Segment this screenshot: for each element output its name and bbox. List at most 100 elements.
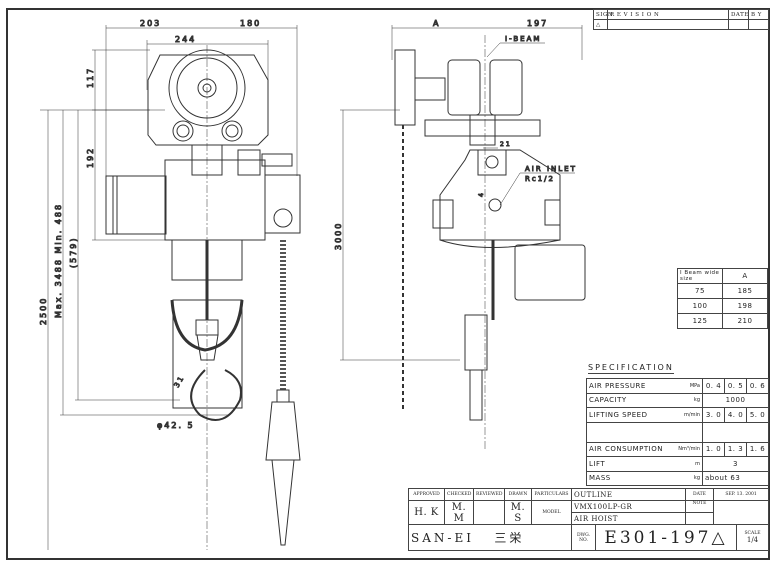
date-label: DATE xyxy=(685,488,714,501)
beam-a: 198 xyxy=(722,298,768,314)
dim-4: 4 xyxy=(478,191,485,197)
dim-203: 203 xyxy=(140,19,161,28)
drawn-by: M. S xyxy=(504,500,532,525)
spec-value: 1. 6 xyxy=(746,441,769,457)
sign-header: SIGN xyxy=(593,9,613,20)
spec-unit: Nm³/min xyxy=(672,441,703,457)
spec-unit: kg xyxy=(672,470,703,486)
spec-value: 0. 4 xyxy=(702,378,725,394)
date-value: SEP. 13. 2001 xyxy=(712,488,770,501)
control-handle xyxy=(265,401,301,461)
dim-117: 117 xyxy=(86,67,95,88)
hoist-body-side xyxy=(439,149,561,241)
hoist-body xyxy=(164,159,266,241)
dim-244: 244 xyxy=(175,35,196,44)
dim-21: 21 xyxy=(500,141,512,148)
approved-label: APPROVED xyxy=(408,488,445,501)
drawing-number: E301-197 xyxy=(604,527,712,548)
revision-mark: △ xyxy=(711,527,728,548)
checked-label: CHECKED xyxy=(444,488,474,501)
spec-value: about 63 xyxy=(702,470,769,486)
beam-header-a: A xyxy=(722,268,768,284)
scale-value: 1/4 xyxy=(746,536,759,544)
note-label: NOTE xyxy=(685,500,714,513)
right-view: A 197 I-BEAM 21 AIR INLET Rc1/2 4 3000 xyxy=(334,19,586,450)
spec-unit: MPa xyxy=(672,378,703,394)
product-name: AIR HOIST xyxy=(571,512,686,525)
spec-value: 5. 0 xyxy=(746,407,769,423)
dwg-no-label: DWG. NO. xyxy=(571,524,596,551)
spec-value: 4. 0 xyxy=(724,407,747,423)
outline-text: OUTLINE xyxy=(571,488,686,501)
scale-label: SCALE xyxy=(744,531,761,536)
air-motor xyxy=(105,175,167,235)
drawing-frame xyxy=(6,8,770,560)
title-block: APPROVED CHECKED REVIEWED DRAWN PARTICUL… xyxy=(408,488,770,551)
spec-label: MASS xyxy=(586,470,673,486)
company-name: SAN-EI xyxy=(411,531,474,545)
beam-size: 125 xyxy=(677,313,723,329)
left-view: 203 180 244 117 192 2500 Max. 3488 Min. … xyxy=(39,19,301,550)
beam-header-size: I Beam wide size xyxy=(677,268,723,284)
spec-label: LIFTING SPEED xyxy=(586,407,673,423)
checked-by: M. M xyxy=(444,500,474,525)
spec-row xyxy=(586,421,769,443)
beam-size: 100 xyxy=(677,298,723,314)
spec-unit: m/min xyxy=(672,407,703,423)
date-header: DATE xyxy=(728,9,749,20)
spec-label: AIR CONSUMPTION xyxy=(586,441,673,457)
spec-label: AIR PRESSURE xyxy=(586,378,673,394)
reviewed-label: REVIEWED xyxy=(473,488,505,501)
trolley-plate xyxy=(147,54,269,146)
revision-header: R E V I S I O N xyxy=(607,9,729,20)
spec-value: 0. 5 xyxy=(724,378,747,394)
specification-title: SPECIFICATION xyxy=(588,363,674,374)
spec-value: 0. 6 xyxy=(746,378,769,394)
cross-shaft xyxy=(424,119,541,137)
drawn-label: DRAWN xyxy=(504,488,532,501)
beam-size: 75 xyxy=(677,283,723,299)
spec-value: 3 xyxy=(702,456,769,472)
spec-unit: m xyxy=(672,456,703,472)
model-label: MODEL xyxy=(531,500,572,525)
air-inlet-label: AIR INLET xyxy=(525,165,577,173)
dim-a: A xyxy=(433,19,440,28)
model-value: VMX100LP-GR xyxy=(571,500,686,513)
spec-label: CAPACITY xyxy=(586,392,673,408)
dim-3000: 3000 xyxy=(334,222,343,250)
spec-value: 1. 0 xyxy=(702,441,725,457)
hand-chain-wheel xyxy=(394,49,416,126)
spec-unit: kg xyxy=(672,392,703,408)
beam-a: 210 xyxy=(722,313,768,329)
dim-192: 192 xyxy=(86,147,95,168)
trolley-wheel xyxy=(168,49,246,127)
particulars-label: PARTICULARS xyxy=(531,488,572,501)
revision-mark: △ xyxy=(593,19,608,30)
hook xyxy=(190,369,242,421)
load-chain xyxy=(170,240,244,352)
dim-hook-opening: 31 xyxy=(173,374,186,389)
dim-stroke: Max. 3488 Min. 488 xyxy=(54,203,63,318)
dim-hook-diameter: φ42. 5 xyxy=(157,421,195,430)
dim-579: (579) xyxy=(69,236,78,268)
dim-2500: 2500 xyxy=(39,297,48,325)
by-header: B Y xyxy=(748,9,769,20)
air-motor-side xyxy=(514,244,586,301)
dim-197: 197 xyxy=(527,19,548,28)
i-beam-label: I-BEAM xyxy=(505,35,541,43)
dim-180: 180 xyxy=(240,19,261,28)
spec-label: LIFT xyxy=(586,456,673,472)
